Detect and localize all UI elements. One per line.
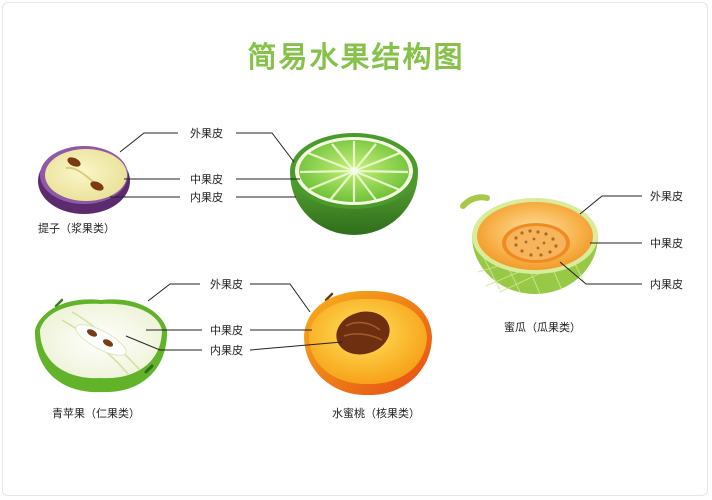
melon-label-outer: 外果皮 <box>650 190 683 203</box>
melon-leader-lines <box>559 195 642 285</box>
apple-name: 青苹果（仁果类） <box>52 406 140 420</box>
grape-label-outer: 外果皮 <box>190 127 223 140</box>
peach-illustration <box>304 290 432 396</box>
apple-label-middle: 中果皮 <box>210 324 243 337</box>
diagram-title: 简易水果结构图 <box>247 40 465 74</box>
grape-illustration <box>38 146 130 214</box>
melon-illustration <box>460 194 598 295</box>
melon-name: 蜜瓜（瓜果类） <box>504 320 581 334</box>
grape-label-inner: 内果皮 <box>190 190 223 204</box>
apple-label-outer: 外果皮 <box>210 278 243 291</box>
grape-leader-lines <box>110 132 180 198</box>
image-frame <box>2 2 708 496</box>
grape-name: 提子（浆果类） <box>38 221 115 235</box>
peach-name: 水蜜桃（核果类） <box>332 406 420 420</box>
grape-label-middle: 中果皮 <box>190 173 223 186</box>
apple-illustration <box>34 298 168 393</box>
lime-leader-lines <box>236 132 300 198</box>
peach-leader-lines <box>249 283 343 351</box>
lime-illustration <box>290 133 418 235</box>
melon-label-middle: 中果皮 <box>650 237 683 250</box>
apple-label-inner: 内果皮 <box>210 343 243 357</box>
melon-label-inner: 内果皮 <box>650 277 683 291</box>
apple-leader-lines <box>125 283 202 351</box>
